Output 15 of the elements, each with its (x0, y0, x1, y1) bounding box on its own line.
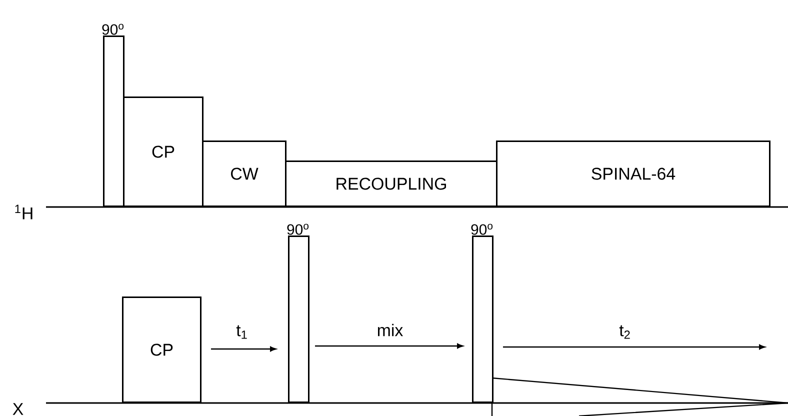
pulse-bar (288, 236, 310, 403)
pulse-box: CW (202, 140, 286, 207)
pulse-bar (472, 236, 494, 403)
channel-label: $^{1}$H (15, 204, 32, 220)
angle-label: 90$^{o}$ (102, 24, 124, 35)
interval-label: t$_{1}$ (236, 325, 247, 339)
pulse-bar (103, 36, 124, 207)
interval-label: t$_{2}$ (619, 325, 630, 339)
angle-label: 90$^{o}$ (471, 224, 493, 235)
channel-label: X (12, 403, 24, 415)
pulse-box: RECOUPLING (285, 160, 498, 207)
interval-label: mix (378, 324, 403, 336)
angle-label: 90$^{o}$ (287, 224, 309, 235)
pulse-box: SPINAL-64 (496, 140, 770, 207)
pulse-box: CP (122, 296, 202, 403)
